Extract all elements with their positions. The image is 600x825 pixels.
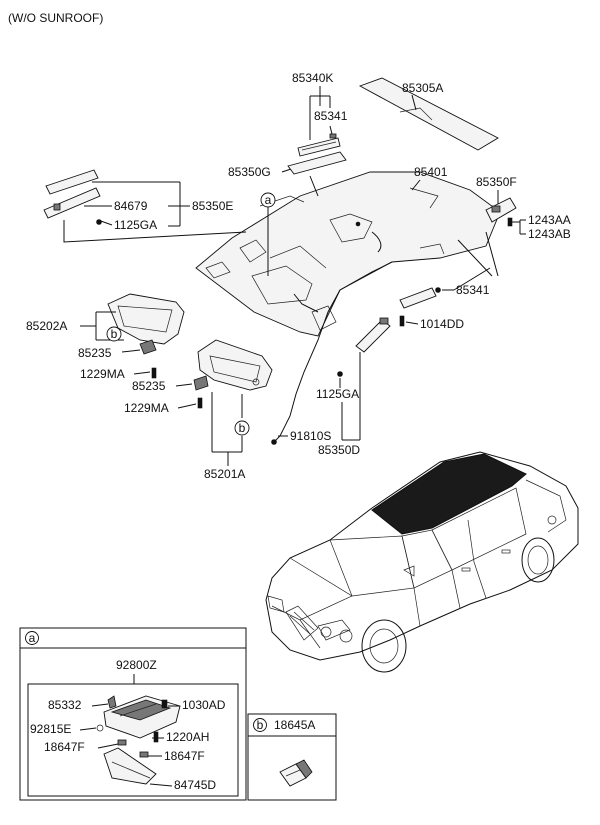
label-p1243aa: 1243AA	[528, 213, 571, 227]
label-a: a	[265, 193, 272, 207]
part-85350G[interactable]: 85350G	[228, 151, 347, 197]
variant-label: (W/O SUNROOF)	[8, 11, 103, 25]
detail-box-a: a 92800Z 85332 1030AD 92815E 1220AH 1864…	[19, 627, 247, 801]
label-p1229ma-b: 1229MA	[124, 401, 169, 415]
label-p85350d: 85350D	[318, 443, 360, 457]
car-illustration	[265, 451, 579, 673]
label-p1125ga-right: 1125GA	[316, 387, 359, 401]
label-p1014dd: 1014DD	[420, 317, 464, 331]
label-p85235-a: 85235	[78, 346, 112, 360]
label-b: b	[111, 327, 118, 341]
wire-harness-91810S[interactable]	[271, 231, 393, 445]
label-p85350f: 85350F	[476, 175, 517, 189]
label-p1030ad: 1030AD	[182, 698, 226, 712]
label-tag: b	[257, 718, 264, 732]
label-p1243ab: 1243AB	[528, 227, 571, 241]
label-p85341-right: 85341	[456, 283, 490, 297]
detail-box-b: b 18645A	[247, 713, 337, 801]
label-p85332: 85332	[48, 698, 82, 712]
bulb-18645A[interactable]	[279, 759, 313, 787]
label-p85235-b: 85235	[132, 379, 166, 393]
label-p85401: 85401	[414, 165, 448, 179]
label-p85201a: 85201A	[204, 467, 245, 481]
label-tag: a	[29, 631, 36, 645]
label-p85305a: 85305A	[402, 81, 443, 95]
part-85350F[interactable]: 85350F 1243AA 1243AB	[457, 175, 571, 277]
label-p92815e: 92815E	[30, 722, 71, 736]
label-assembly: 92800Z	[116, 658, 157, 672]
label-p84745d: 84745D	[174, 778, 216, 792]
sun-visor-85202A[interactable]: 85202A b 85235 1229MA	[26, 293, 185, 381]
label-85401: 85401	[411, 165, 448, 191]
callout-a-headliner: a	[260, 192, 276, 276]
part-85340K-group[interactable]: 85340K 85341	[292, 71, 348, 157]
part-85305A[interactable]: 85305A	[358, 77, 499, 151]
label-p85350e: 85350E	[192, 199, 233, 213]
label-p18647f-right: 18647F	[164, 749, 205, 763]
label-p84679: 84679	[114, 199, 148, 213]
headliner-85401[interactable]	[195, 171, 501, 337]
sun-visor-85201A[interactable]: 85235 1229MA b 85201A	[124, 339, 273, 481]
label-part: 18645A	[274, 718, 315, 732]
label-p1125ga-left: 1125GA	[114, 218, 157, 232]
label-p1220ah: 1220AH	[166, 730, 209, 744]
label-b: b	[239, 421, 246, 435]
label-p85350g: 85350G	[228, 165, 271, 179]
label-p85340k: 85340K	[292, 71, 333, 85]
part-85350E-group[interactable]: 84679 85350E 1125GA	[43, 169, 247, 243]
room-lamp-assembly[interactable]	[103, 695, 181, 739]
label-p85202a: 85202A	[26, 319, 67, 333]
part-85350D[interactable]: 1125GA 85350D 91810S	[278, 317, 391, 457]
label-p1229ma-a: 1229MA	[80, 367, 125, 381]
label-p85341-top: 85341	[314, 109, 348, 123]
label-p18647f-left: 18647F	[44, 740, 85, 754]
label-p91810s: 91810S	[290, 429, 331, 443]
part-85341-right[interactable]: 85341 1014DD	[399, 267, 491, 331]
